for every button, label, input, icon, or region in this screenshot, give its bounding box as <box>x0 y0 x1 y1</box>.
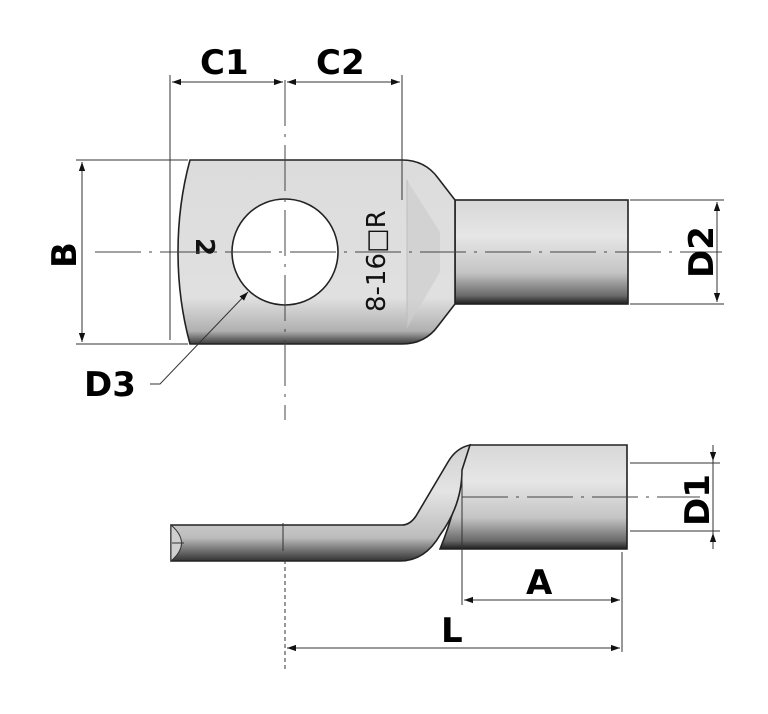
label-d1: D1 <box>678 474 718 526</box>
top-neck-facet <box>407 180 440 328</box>
dimension-c1-c2: C1 C2 <box>169 43 403 340</box>
label-b: B <box>45 242 85 268</box>
dimension-d3: D3 <box>84 291 249 405</box>
label-a: A <box>526 563 553 603</box>
label-l: L <box>441 611 463 651</box>
label-c2: C2 <box>316 43 365 83</box>
dimension-d1: D1 <box>630 445 720 549</box>
top-view: 8-16□R 2 <box>95 80 722 420</box>
dimension-a: A <box>461 470 623 652</box>
dimension-d2: D2 <box>630 199 724 305</box>
label-d2: D2 <box>682 226 722 278</box>
dimension-l: L <box>287 611 620 652</box>
side-view <box>170 443 700 670</box>
dimension-b: B <box>45 159 188 345</box>
engraving-side-mark: 2 <box>189 238 219 256</box>
engraving-size-mark: 8-16□R <box>362 210 392 312</box>
label-d3: D3 <box>84 365 136 405</box>
side-tongue <box>170 443 472 562</box>
label-c1: C1 <box>200 43 249 83</box>
